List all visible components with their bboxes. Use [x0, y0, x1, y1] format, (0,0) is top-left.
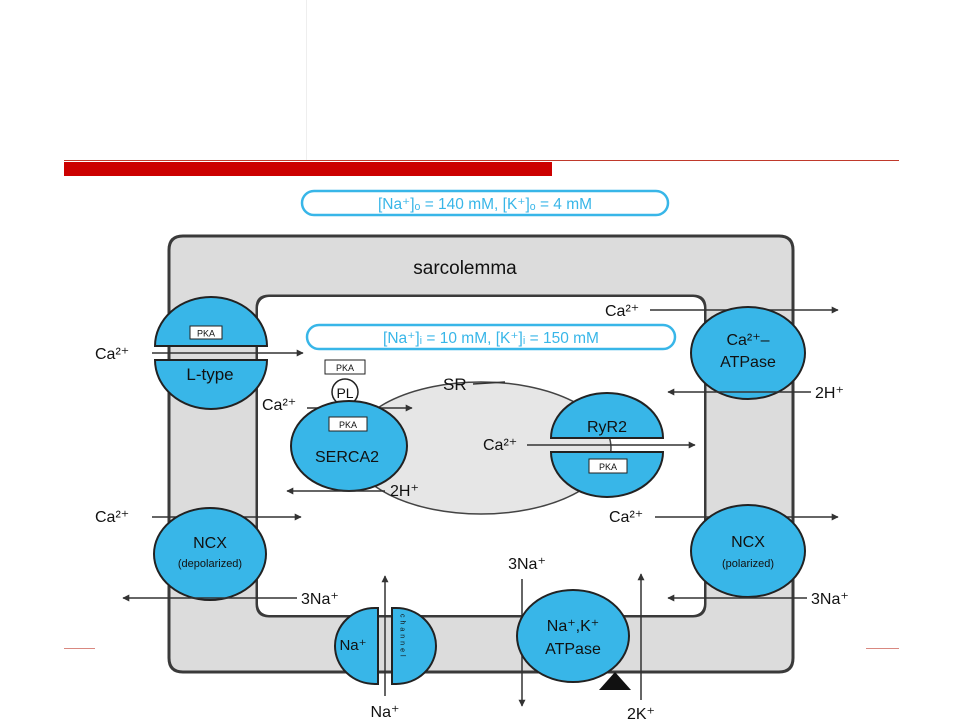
na-channel-side-label: channel — [399, 614, 406, 660]
extracellular-concentration-text: [Na⁺]ₒ = 140 mM, [K⁺]ₒ = 4 mM — [378, 196, 592, 213]
ncx-left-sublabel: (depolarized) — [178, 558, 242, 570]
serca-pka-tag — [328, 416, 368, 432]
na-channel-label: Na⁺ — [339, 637, 366, 654]
ncx-right-label: NCX — [731, 534, 765, 551]
l-type-pka-tag — [189, 325, 223, 340]
l-type-channel: PKA L-type — [153, 296, 269, 410]
ion-transport-diagram: [Na⁺]ₒ = 140 mM, [K⁺]ₒ = 4 mM sarcolemma… — [95, 189, 849, 720]
serca-h-label: 2H⁺ — [390, 483, 419, 500]
ncx-right-exchanger — [690, 504, 806, 598]
serca-pka-label: PKA — [339, 420, 357, 430]
ryr2-channel: RyR2 PKA — [549, 392, 665, 498]
sr-leader-line — [472, 381, 506, 385]
atp-triangle-icon — [599, 672, 631, 690]
ca-atpase-label-2: ATPase — [720, 354, 776, 371]
pl-pka-label: PKA — [336, 363, 354, 373]
atpase-ca-label: Ca²⁺ — [605, 303, 639, 320]
na-channel-right-half — [391, 607, 437, 685]
ryr2-pka-tag — [588, 458, 628, 474]
slide-footer-rule-left — [64, 648, 96, 649]
ncx-left-exchanger — [153, 507, 267, 601]
pl-pka-tag — [324, 359, 366, 375]
nak-k-label: 2K⁺ — [627, 706, 655, 720]
nak-atpase-label-2: ATPase — [545, 641, 601, 658]
ryr2-label: RyR2 — [587, 419, 627, 436]
sr-label: SR — [443, 375, 467, 394]
sarcolemma-membrane — [167, 234, 795, 674]
extracellular-concentration-box — [300, 189, 670, 217]
slide-accent-bar — [64, 162, 552, 176]
ncx-right-sublabel: (polarized) — [722, 558, 774, 570]
slide-footer-rule-right — [866, 648, 899, 649]
ncx-left-ca-label: Ca²⁺ — [95, 509, 129, 526]
l-type-pka-label: PKA — [197, 329, 215, 339]
intracellular-concentration-box — [305, 323, 677, 351]
sarcolemma-label: sarcolemma — [413, 258, 517, 279]
nak-atpase-pump — [516, 589, 630, 683]
ncx-left-na-label: 3Na⁺ — [301, 591, 339, 608]
ryr2-ca-label: Ca²⁺ — [483, 437, 517, 454]
nak-atpase-label-1: Na⁺,K⁺ — [547, 618, 599, 635]
l-type-label: L-type — [186, 365, 233, 384]
slide-divider-vertical — [306, 0, 307, 160]
atpase-h-label: 2H⁺ — [815, 385, 844, 402]
slide-title-rule — [64, 160, 899, 161]
intracellular-concentration-text: [Na⁺]ᵢ = 10 mM, [K⁺]ᵢ = 150 mM — [383, 330, 599, 347]
na-channel-left-half — [334, 607, 379, 685]
ca-atpase-label-1: Ca²⁺– — [726, 332, 769, 349]
ion-transport-figure: [Na⁺]ₒ = 140 mM, [K⁺]ₒ = 4 mM sarcolemma… — [95, 188, 865, 720]
nak-na-label: 3Na⁺ — [508, 556, 546, 573]
serca-ca-label: Ca²⁺ — [262, 397, 296, 414]
l-type-ca-label: Ca²⁺ — [95, 346, 129, 363]
ncx-left-label: NCX — [193, 535, 227, 552]
serca2-label: SERCA2 — [315, 449, 379, 466]
serca2-pump — [290, 400, 408, 492]
phospholamban-label: PL — [336, 385, 353, 401]
ryr2-pka-label: PKA — [599, 462, 617, 472]
na-channel-ion-label: Na⁺ — [371, 704, 400, 720]
ca-atpase-pump — [690, 306, 806, 400]
ncx-right-ca-label: Ca²⁺ — [609, 509, 643, 526]
ncx-right-na-label: 3Na⁺ — [811, 591, 849, 608]
